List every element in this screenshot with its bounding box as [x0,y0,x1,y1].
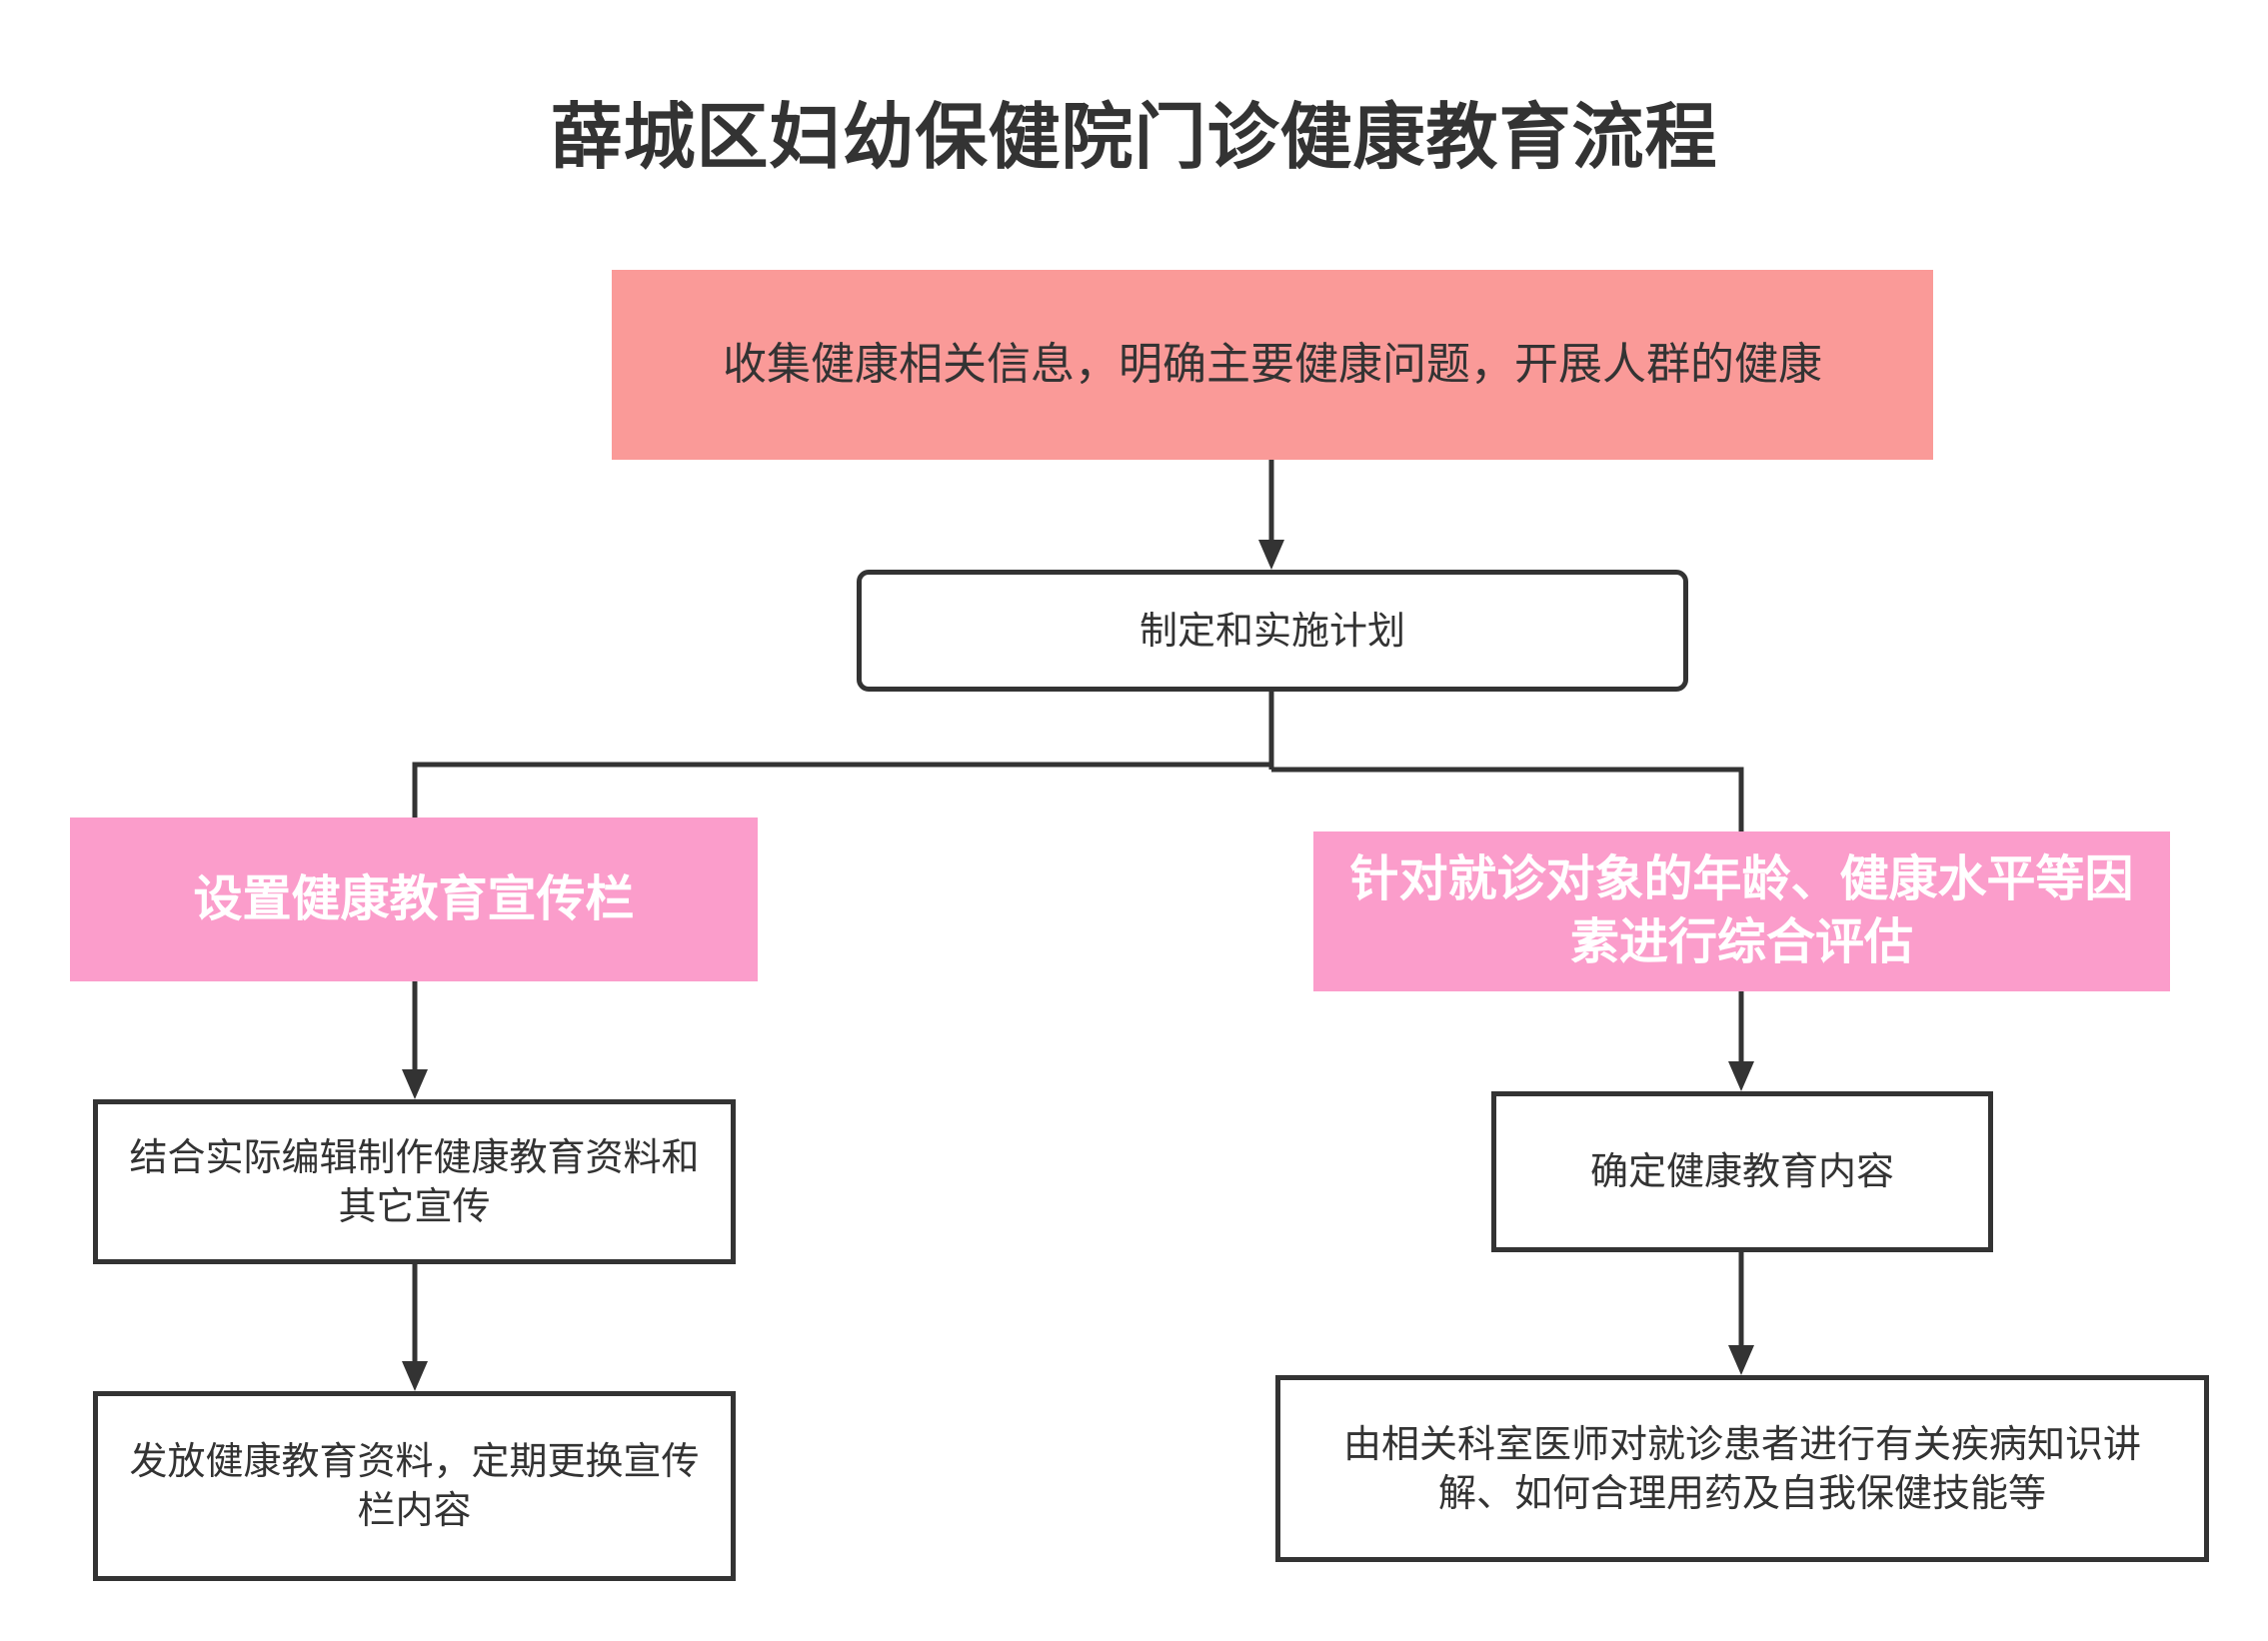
node-collect-info-label: 收集健康相关信息，明确主要健康问题，开展人群的健康 [723,338,1822,390]
arrowhead-materials [402,1069,428,1099]
arrowhead-content [1728,1061,1754,1091]
node-collect-info: 收集健康相关信息，明确主要健康问题，开展人群的健康 [612,270,1933,460]
node-bulletin-label: 设置健康教育宣传栏 [193,869,635,927]
node-plan: 制定和实施计划 [857,570,1688,692]
node-distribute: 发放健康教育资料，定期更换宣传栏内容 [93,1391,736,1581]
node-doctor-label: 由相关科室医师对就诊患者进行有关疾病知识讲解、如何合理用药及自我保健技能等 [1342,1421,2141,1515]
page-title: 薛城区妇幼保健院门诊健康教育流程 [550,95,1718,179]
arrowhead-distribute [402,1361,428,1391]
node-distribute-label: 发放健康教育资料，定期更换宣传栏内容 [129,1439,700,1532]
arrowhead-doctor [1728,1345,1754,1375]
node-bulletin: 设置健康教育宣传栏 [70,818,758,981]
edge-split-left [412,762,1271,818]
edge-split-right [1271,767,1744,831]
arrowhead-plan [1258,540,1284,570]
node-assess: 针对就诊对象的年龄、健康水平等因素进行综合评估 [1313,831,2170,991]
node-plan-label: 制定和实施计划 [1138,608,1405,653]
node-assess-label: 针对就诊对象的年龄、健康水平等因素进行综合评估 [1349,850,2134,970]
node-content: 确定健康教育内容 [1491,1091,1993,1252]
node-materials-label: 结合实际编辑制作健康教育资料和其它宣传 [129,1134,700,1228]
node-materials: 结合实际编辑制作健康教育资料和其它宣传 [93,1099,736,1264]
node-doctor: 由相关科室医师对就诊患者进行有关疾病知识讲解、如何合理用药及自我保健技能等 [1275,1375,2209,1562]
node-content-label: 确定健康教育内容 [1589,1149,1894,1194]
